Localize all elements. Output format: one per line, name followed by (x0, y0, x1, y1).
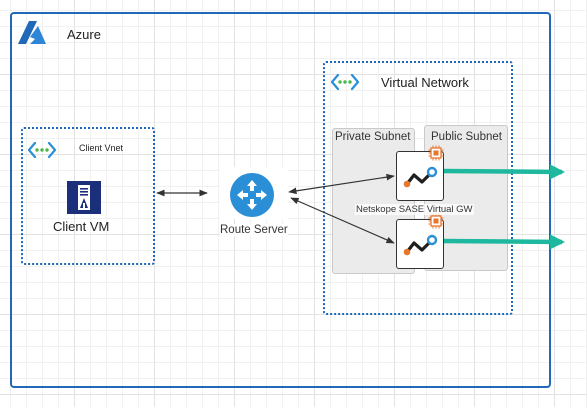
virtual-network-icon (330, 73, 360, 91)
nic-chip-icon (428, 145, 444, 161)
netskope-gateway-icon (403, 166, 438, 188)
virtual-network-label: Virtual Network (381, 75, 469, 90)
azure-frame (10, 12, 551, 388)
nic-chip-icon (428, 213, 444, 229)
route-server-label: Route Server (220, 224, 288, 236)
client-vnet-icon (27, 141, 57, 159)
client-vnet-label: Client Vnet (79, 143, 124, 153)
router-icon (229, 172, 275, 218)
azure-logo-icon (17, 20, 47, 46)
client-vnet-frame (21, 127, 155, 265)
public-subnet-label: Public Subnet (431, 131, 502, 143)
private-subnet-label: Private Subnet (335, 131, 411, 143)
gateway-label: Netskope SASE Virtual GW (355, 204, 474, 215)
client-vm-label: Client VM (53, 219, 110, 234)
virtual-machine-icon (67, 181, 101, 214)
netskope-gateway-icon (403, 234, 438, 256)
azure-label: Azure (67, 27, 101, 42)
